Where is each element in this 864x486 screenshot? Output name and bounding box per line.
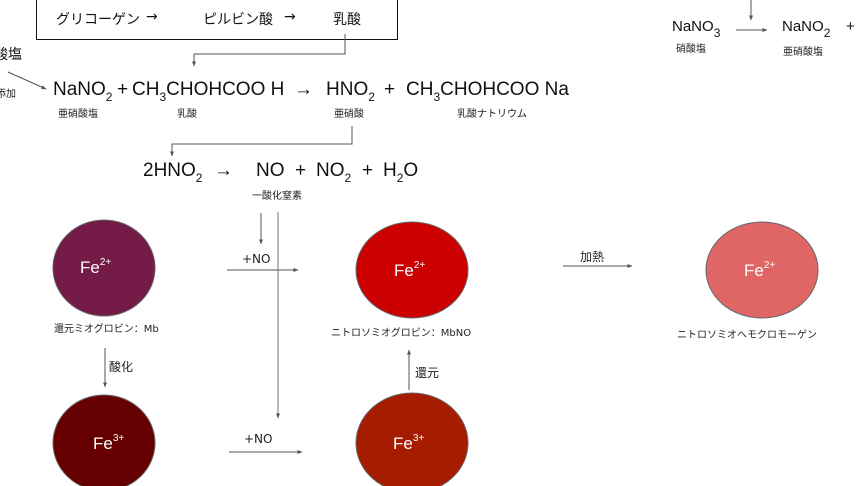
nitrite-formula-right: NaNO2 [782,18,831,40]
edge-oxidation: 酸化 [109,360,134,374]
left-add-label: 添加 [0,89,16,100]
eq1-hno2: HNO2 [326,79,375,104]
node-mbno-label: ニトロソミオグロビン：MbNO [331,328,472,339]
nitrate-formula: NaNO3 [672,18,721,40]
nitrite-label-right: 亜硝酸塩 [783,47,823,58]
node-metmb-circle [52,394,156,486]
arrow-hno2-to-eq2 [170,126,353,157]
eq1-lactic-acid-label: 乳酸 [177,109,197,120]
pyruvic-acid-text: ピルビン酸 [203,12,273,28]
nitrate-label: 硝酸塩 [676,44,706,55]
node-mb-circle [52,219,156,317]
edge-heat: 加熱 [580,250,605,264]
eq2-plus-2: + [362,160,374,181]
eq1-plus-2: + [384,79,396,100]
eq1-sodium-lactate: CH3CHOHCOO Na [406,79,569,104]
node-metmbno-ion: Fe3+ [393,433,425,453]
node-mb-ion: Fe2+ [80,257,112,277]
node-metmb-ion: Fe3+ [93,433,125,453]
box-arrow-1: → [146,9,158,25]
eq1-sodium-lactate-label: 乳酸ナトリウム [457,109,527,120]
eq2-no-label: 一酸化窒素 [252,191,302,202]
plus-right: + [846,18,855,35]
eq2-h2o: H2O [383,160,419,185]
edge-add-no-bottom: +NO [244,432,273,446]
box-arrow-2: → [284,9,296,25]
eq2-2hno2: 2HNO2 [143,160,203,185]
arrow-lactic-acid-to-eq1 [192,34,346,67]
eq2-plus-1: + [295,160,307,181]
node-mbno-circle [355,221,469,319]
eq1-lactic-acid: CH3CHOHCOO H [132,79,285,104]
node-mb-label: 還元ミオグロビン：Mb [54,324,159,335]
eq1-hno2-label: 亜硝酸 [334,109,364,120]
node-nitrosohemochromogen-label: ニトロソミオヘモクロモーゲン [677,330,817,341]
glycolysis-box [36,0,398,40]
node-mbno-ion: Fe2+ [394,260,426,280]
left-nitrate-label: 酸塩 [0,47,22,63]
eq2-no2: NO2 [316,160,352,185]
eq1-plus-1: + [117,79,129,100]
eq1-arrow: → [294,79,313,100]
node-nitrosohemochromogen-ion: Fe2+ [744,260,776,280]
edge-add-no-top: +NO [242,252,271,266]
eq2-no: NO [256,160,285,181]
eq1-nano2: NaNO2 [53,79,113,104]
edge-reduction: 還元 [415,366,440,380]
lactic-acid-text: 乳酸 [333,12,361,28]
eq1-nano2-label: 亜硝酸塩 [58,109,98,120]
node-nitrosohemochromogen-circle [705,221,819,319]
glycogen-text: グリコーゲン [56,12,140,28]
node-metmbno-circle [355,392,469,486]
eq2-arrow: → [214,160,233,181]
arrow-add-nitrite [7,71,47,90]
